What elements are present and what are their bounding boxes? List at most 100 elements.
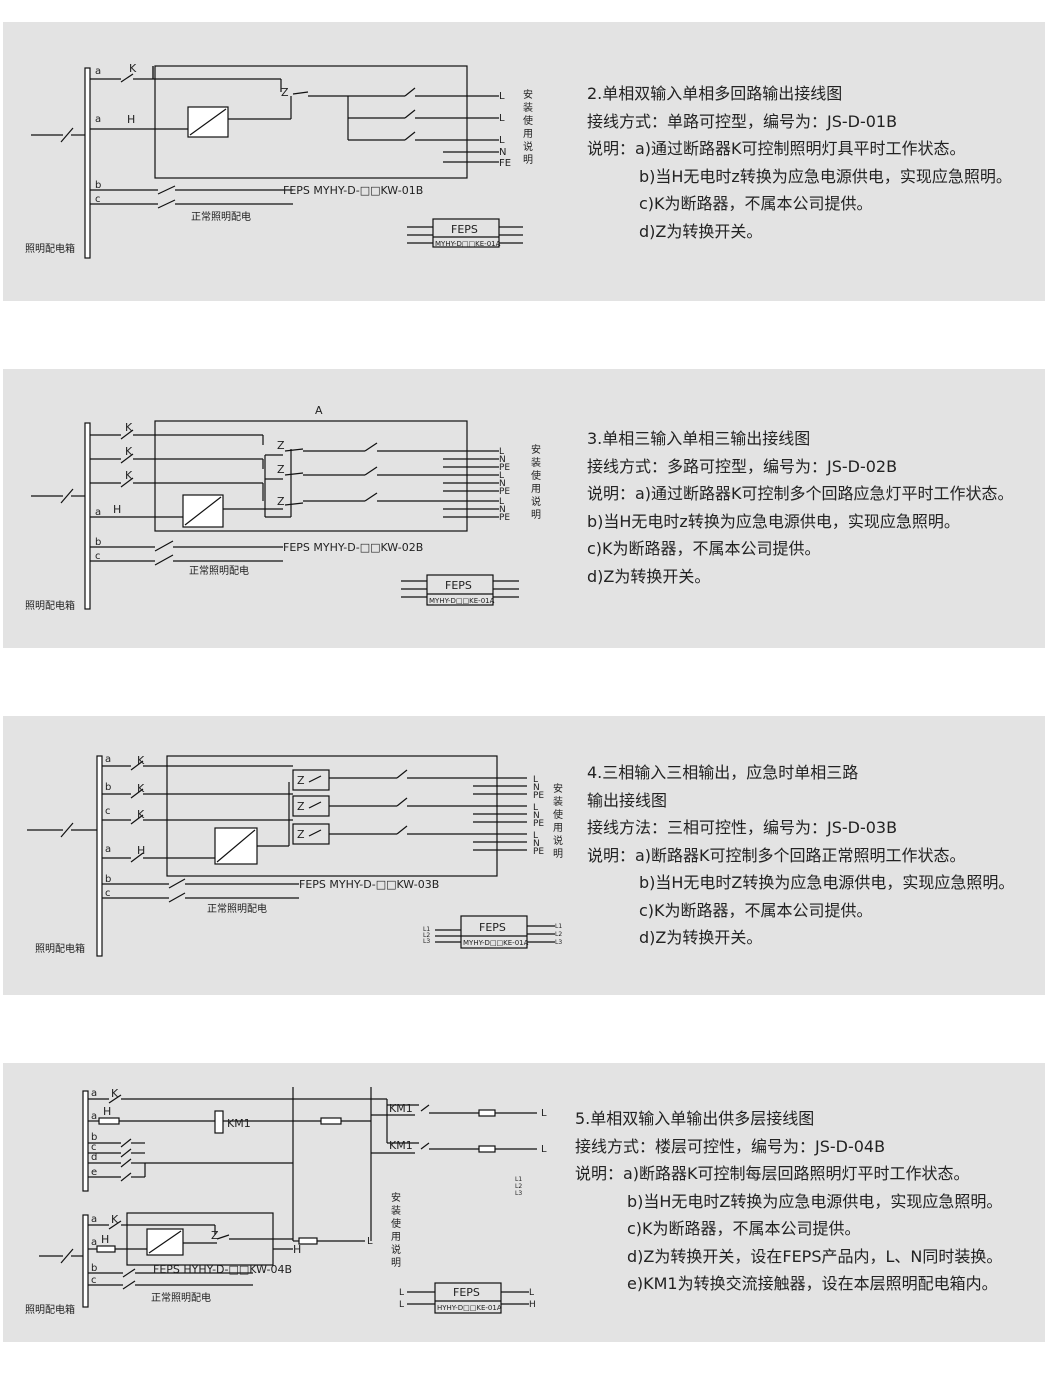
output-3: PE [499, 463, 510, 473]
dist-box-label: 照明配电箱 [35, 942, 85, 955]
label-z: Z [281, 86, 289, 99]
label-z1: Z [277, 439, 285, 452]
label-d: d [91, 1152, 97, 1163]
label-e: e [91, 1167, 97, 1178]
phase-l1: L1 [515, 1176, 522, 1183]
phase-l3: L3 [515, 1190, 522, 1197]
module-code: MYHY-D□□KE-01A [435, 240, 501, 248]
note-d: d)Z为转换开关。 [639, 928, 763, 947]
output-5: N [533, 811, 540, 821]
output-l-3: L [367, 1236, 373, 1247]
label-k2: K [125, 445, 133, 458]
dist-box-label: 照明配电箱 [25, 1303, 75, 1316]
model-label: FEPS MYHY-D-□□KW-01B [283, 184, 423, 197]
panel-title: 3.单相三输入单相三输出接线图 [587, 429, 811, 448]
label-k2: K [137, 782, 145, 795]
output-7: L [533, 831, 538, 841]
note-c: c)K为断路器，不属本公司提供。 [587, 539, 821, 558]
output-1: L [499, 447, 504, 457]
output-fe: FE [499, 158, 511, 169]
km1-label-1: KM1 [389, 1102, 413, 1115]
label-z3: Z [277, 495, 285, 508]
note-b: b)当H无电时z转换为应急电源供电，实现应急照明。 [587, 511, 960, 531]
output-l2: L [499, 113, 505, 124]
label-b: b [95, 180, 101, 191]
output-l-1: L [541, 1108, 547, 1119]
output-4: L [533, 803, 538, 813]
install-note-2: 装 [523, 101, 533, 114]
label-a4: a [91, 1237, 97, 1248]
normal-power-label: 正常照明配电 [189, 564, 249, 577]
module-feps: FEPS [451, 223, 478, 236]
description-02b: 3.单相三输入单相三输出接线图 接线方式：多路可控型，编号为：JS-D-02B … [587, 425, 1014, 590]
label-k3: K [137, 808, 145, 821]
install-note-4: 用 [523, 129, 533, 140]
install-note-1: 安 [531, 443, 541, 456]
label-a: a [95, 507, 101, 518]
output-6: PE [533, 819, 544, 829]
output-l-2: L [541, 1144, 547, 1155]
panel-title-2: 输出接线图 [587, 790, 668, 810]
normal-power-label: 正常照明配电 [151, 1291, 211, 1304]
install-note-1: 安 [523, 88, 533, 101]
install-note-3: 使 [391, 1217, 401, 1230]
label-a: a [95, 66, 101, 77]
panel-js-d-01b: a K a H Z b c FEPS MYHY-D-□□KW-01B 正常照明配… [3, 22, 1045, 301]
note-b: b)当H无电时Z转换为应急电源供电，实现应急照明。 [639, 873, 1015, 892]
model-label: FEPS HYHY-D-□□KW-04B [153, 1263, 292, 1276]
install-note-5: 说 [553, 834, 563, 847]
label-b: b [91, 1132, 97, 1143]
install-note-5: 说 [523, 140, 533, 153]
label-c: c [105, 806, 111, 817]
output-1: L [533, 775, 538, 785]
install-note-6: 明 [523, 154, 533, 166]
note-c: c)K为断路器，不属本公司提供。 [639, 900, 873, 920]
install-note-4: 用 [391, 1232, 401, 1243]
label-k3: K [125, 469, 133, 482]
phase-out-l2: L2 [555, 931, 562, 938]
module-code: HYHY-D□□KE-01A [437, 1304, 502, 1312]
output-2: N [533, 783, 540, 793]
wiring-mode: 接线方法：三相可控性，编号为：JS-D-03B [587, 818, 898, 837]
module-feps: FEPS [445, 579, 472, 592]
wiring-diagram-04b: a K a H KM1 b c d e KM1 KM1 L L L1 L2 L3… [25, 1087, 547, 1316]
install-note-5: 说 [531, 495, 541, 508]
normal-power-label: 正常照明配电 [191, 210, 251, 223]
label-k1: K [137, 754, 145, 767]
label-k: K [111, 1087, 119, 1100]
label-a2: a [105, 844, 111, 855]
note-d: d)Z为转换开关。 [587, 566, 711, 586]
km1-label-2: KM1 [389, 1139, 413, 1152]
output-3: PE [533, 791, 544, 801]
label-c: c [95, 194, 101, 205]
module-in-l2: L [399, 1300, 404, 1310]
install-note-2: 装 [553, 795, 563, 808]
label-b2: b [105, 874, 111, 885]
install-note-5: 说 [391, 1243, 401, 1256]
output-9: PE [533, 847, 544, 857]
phase-out-l3: L3 [555, 939, 562, 946]
phase-out-l1: L1 [555, 923, 562, 930]
label-h: H [127, 113, 135, 126]
box-label-a: A [315, 404, 323, 417]
module-out-h: H [529, 1300, 536, 1310]
output-8: N [499, 505, 506, 515]
model-label: FEPS MYHY-D-□□KW-02B [283, 541, 423, 554]
label-z2: Z [277, 463, 285, 476]
module-in-l: L [399, 1288, 404, 1298]
output-8: N [533, 839, 540, 849]
phase-l2: L2 [423, 932, 430, 939]
wiring-mode: 接线方式：多路可控型，编号为：JS-D-02B [587, 456, 898, 476]
note-b: b)当H无电时z转换为应急电源供电，实现应急照明。 [639, 166, 1012, 186]
install-note-3: 使 [553, 808, 563, 821]
install-note-3: 使 [531, 469, 541, 482]
module-code: MYHY-D□□KE-01A [463, 939, 529, 947]
panel-js-d-03b: a K b K c K a H Z Z Z b c FEPS MYHY-D-□□… [3, 716, 1045, 995]
panel-js-d-04b: a K a H KM1 b c d e KM1 KM1 L L L1 L2 L3… [3, 1063, 1045, 1342]
output-n: N [499, 147, 506, 158]
output-l1: L [499, 91, 505, 102]
module-feps: FEPS [453, 1286, 480, 1299]
label-c: c [91, 1142, 97, 1153]
output-5: N [499, 479, 506, 489]
label-c2: c [105, 888, 111, 899]
